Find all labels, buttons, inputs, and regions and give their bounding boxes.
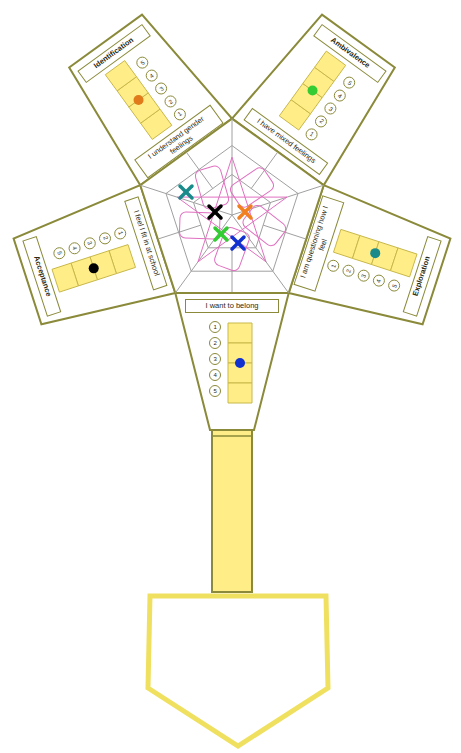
track-cell bbox=[52, 263, 78, 292]
player-marker bbox=[209, 206, 221, 218]
number-circle bbox=[358, 270, 369, 281]
number-circle bbox=[210, 338, 221, 349]
board-arms bbox=[14, 15, 451, 430]
number-circle bbox=[344, 77, 355, 88]
player-marker bbox=[180, 186, 192, 198]
number-circle bbox=[306, 129, 317, 140]
grid-line bbox=[175, 215, 232, 293]
callout-number: 4 bbox=[214, 372, 217, 378]
number-circle bbox=[210, 354, 221, 365]
callout-number: 3 bbox=[214, 356, 217, 362]
track-cell bbox=[228, 323, 252, 343]
number-circle bbox=[389, 280, 400, 291]
player-token bbox=[134, 95, 144, 105]
number-circle bbox=[334, 90, 345, 101]
player-marker bbox=[209, 206, 221, 218]
pink-tile bbox=[194, 165, 230, 211]
number-circle bbox=[315, 116, 326, 127]
number-circle bbox=[174, 109, 185, 120]
player-token bbox=[308, 86, 318, 96]
grid-line bbox=[232, 119, 233, 215]
player-token bbox=[89, 263, 99, 273]
track-cell bbox=[228, 383, 252, 403]
number-circle bbox=[328, 260, 339, 271]
number-circle bbox=[146, 70, 157, 81]
track-cell bbox=[391, 248, 418, 277]
grid-line bbox=[232, 215, 289, 293]
statement-band-text: I want to belong bbox=[206, 301, 259, 310]
stem-line bbox=[212, 435, 252, 437]
number-circle bbox=[325, 103, 336, 114]
player-token bbox=[235, 358, 245, 368]
number-circle bbox=[373, 275, 384, 286]
number-circle bbox=[84, 238, 95, 249]
number-circle bbox=[54, 248, 65, 259]
pink-tile bbox=[213, 226, 251, 272]
stem-track bbox=[212, 424, 252, 592]
number-circle bbox=[100, 233, 111, 244]
number-circle bbox=[137, 57, 148, 68]
number-circle bbox=[165, 96, 176, 107]
home-pentagon bbox=[148, 596, 328, 746]
player-marker bbox=[180, 186, 192, 198]
number-circle bbox=[210, 370, 221, 381]
callout-number: 2 bbox=[214, 340, 217, 346]
number-circle bbox=[115, 228, 126, 239]
player-marker bbox=[215, 228, 227, 240]
number-circle bbox=[210, 386, 221, 397]
player-marker bbox=[232, 237, 244, 249]
pink-tile bbox=[228, 166, 276, 210]
number-circle bbox=[156, 83, 167, 94]
arm-panel bbox=[175, 293, 288, 430]
callout-number: 5 bbox=[214, 388, 217, 394]
number-circle bbox=[343, 265, 354, 276]
statement-band: I want to belong bbox=[185, 299, 279, 314]
player-marker bbox=[215, 228, 227, 240]
pink-tile bbox=[179, 212, 220, 239]
player-marker bbox=[232, 237, 244, 249]
pink-star bbox=[177, 157, 287, 262]
player-token bbox=[370, 248, 380, 258]
callout-number: 1 bbox=[214, 324, 217, 330]
player-marker bbox=[239, 206, 251, 218]
number-circle bbox=[69, 243, 80, 254]
number-circle bbox=[210, 322, 221, 333]
player-marker bbox=[239, 206, 251, 218]
